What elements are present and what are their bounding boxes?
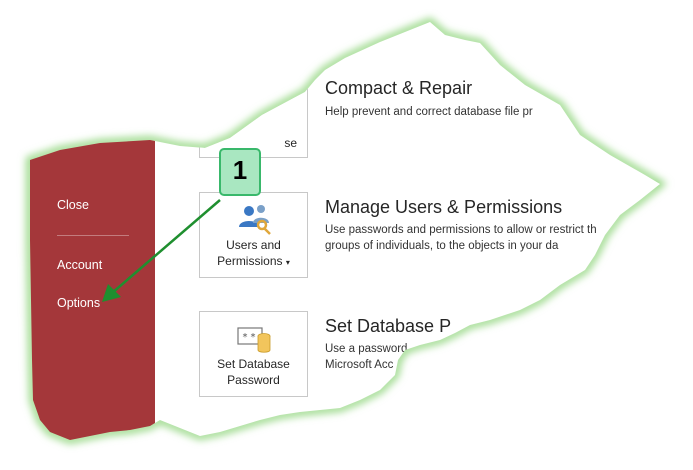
compact-repair-description: Help prevent and correct database file p… <box>325 106 533 118</box>
compact-repair-title: Compact & Repair <box>325 78 473 98</box>
password-database-icon: * * <box>237 327 273 355</box>
set-database-password-button[interactable]: * * Set Database Password <box>199 311 308 397</box>
sidebar-divider <box>57 235 129 236</box>
manage-users-description-line1: Use passwords and permissions to allow o… <box>325 224 597 236</box>
step-callout-badge: 1 <box>219 148 261 196</box>
users-permissions-label-line2: Permissions ▾ <box>200 253 307 271</box>
sidebar-item-options[interactable]: Options <box>57 296 101 310</box>
set-password-button-label: Set Database Password <box>200 356 307 388</box>
set-password-label-line1: Set Database <box>217 357 290 371</box>
manage-users-description: Use passwords and permissions to allow o… <box>325 222 597 254</box>
manage-users-description-line2: groups of individuals, to the objects in… <box>325 240 559 252</box>
users-key-icon <box>235 203 275 235</box>
compact-repair-button-label: se <box>284 136 297 150</box>
set-database-password-title: Set Database P <box>325 316 452 336</box>
sidebar-item-close[interactable]: Close <box>57 198 89 212</box>
set-password-description-line1: Use a password <box>325 343 408 355</box>
manage-users-title: Manage Users & Permissions <box>325 197 563 217</box>
dropdown-caret-icon: ▾ <box>285 258 290 267</box>
set-password-label-line2: Password <box>227 373 280 387</box>
users-permissions-label-text: Permissions <box>217 254 283 268</box>
users-permissions-label-line1: Users and <box>226 238 281 252</box>
svg-text:*: * <box>250 332 256 343</box>
sidebar-item-account[interactable]: Account <box>57 258 103 272</box>
set-password-description-line2: Microsoft Acc <box>325 359 394 371</box>
users-permissions-button-label: Users and Permissions ▾ <box>200 237 307 271</box>
users-permissions-button[interactable]: Users and Permissions ▾ <box>199 192 308 278</box>
set-password-description: Use a password Microsoft Acc <box>325 341 407 373</box>
svg-text:*: * <box>242 332 248 343</box>
